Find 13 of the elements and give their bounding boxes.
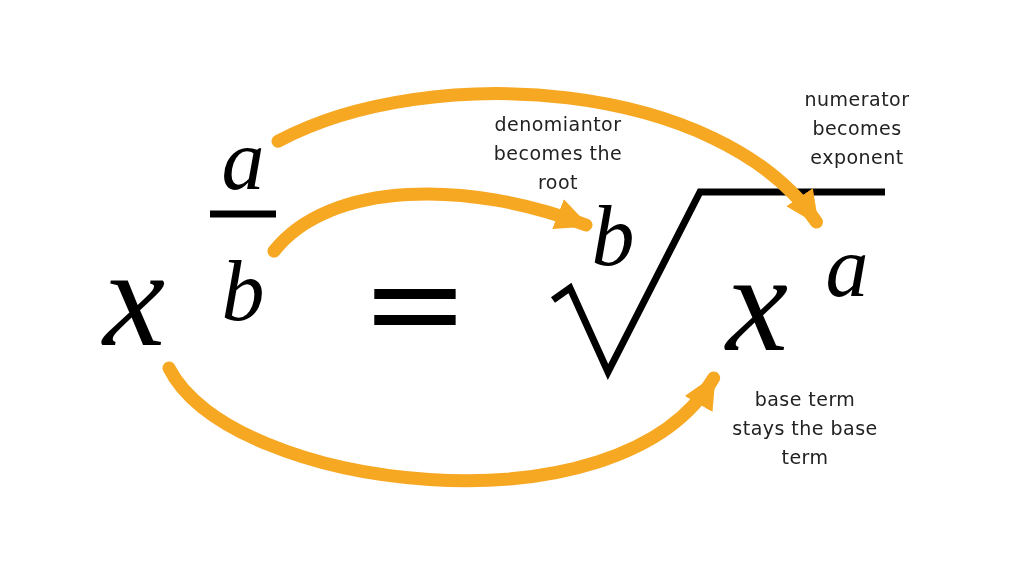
math-variable: x	[102, 228, 166, 368]
curved-arrow	[271, 87, 823, 229]
curved-arrow	[162, 361, 721, 487]
curved-arrow	[267, 187, 593, 258]
math-variable: b	[591, 192, 635, 279]
math-variable: x	[725, 233, 789, 373]
annotation-text: numerator becomes exponent	[803, 87, 911, 170]
annotation-text: denomiantor becomes the root	[493, 112, 623, 195]
equals-sign: =	[359, 238, 471, 368]
annotation-text: base term stays the base term	[731, 387, 879, 470]
math-variable: a	[825, 224, 869, 310]
math-variable: a	[221, 117, 265, 203]
math-variable: b	[221, 247, 265, 334]
